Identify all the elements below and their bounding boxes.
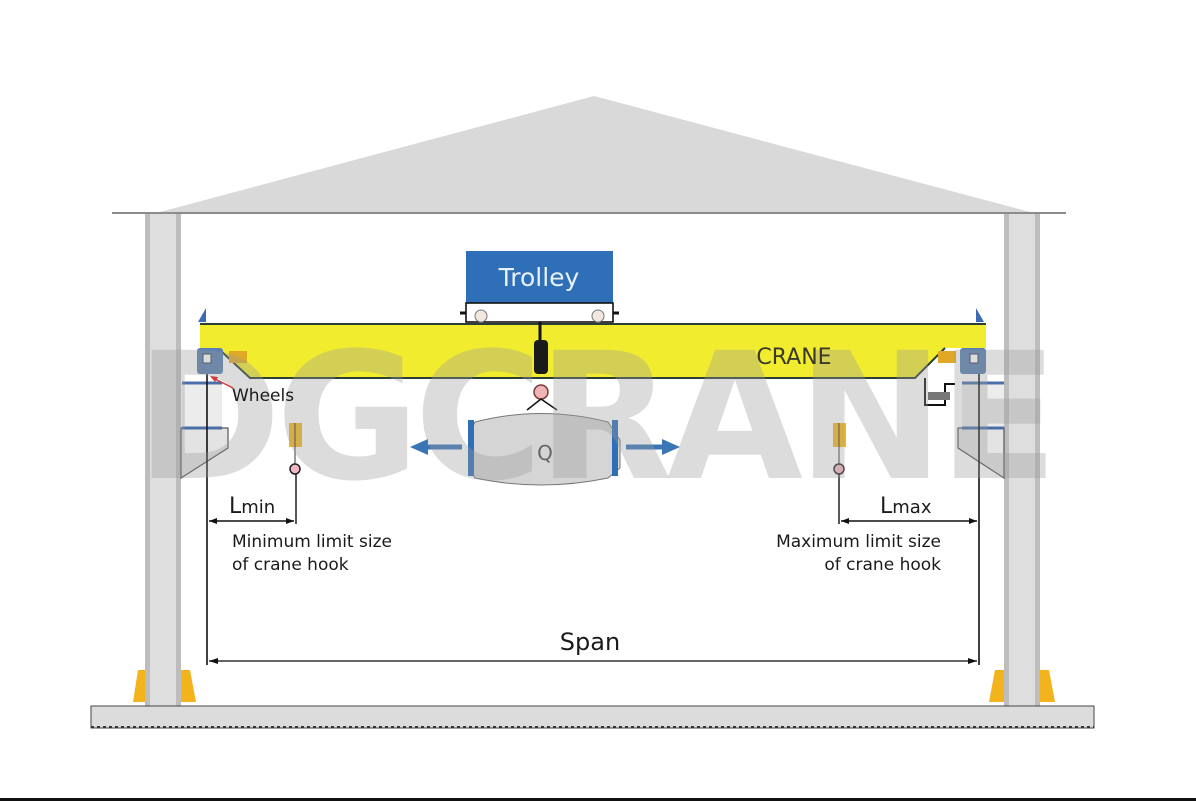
wheels-callout [210, 376, 234, 389]
left-wheel-assembly [197, 348, 247, 374]
max-limit-description-2: of crane hook [824, 555, 941, 575]
lmin-dimension [209, 518, 294, 524]
arrow-right-icon [662, 439, 680, 455]
max-limit-hook [833, 423, 846, 524]
right-wheel-assembly [924, 348, 986, 406]
travel-arrows [410, 439, 680, 455]
roof [112, 96, 1066, 214]
trolley-wheel-left [474, 309, 488, 323]
min-limit-hook [289, 423, 302, 524]
load-q [468, 413, 621, 486]
arrow-left-icon [410, 439, 428, 455]
main-hoist-hook [526, 322, 558, 411]
left-column [133, 214, 229, 706]
load-label: Q [537, 441, 553, 465]
right-base-gusset [989, 670, 1004, 702]
lmax-label: Lmax [880, 494, 932, 519]
max-limit-description-1: Maximum limit size [776, 532, 941, 552]
wheels-label: Wheels [232, 386, 294, 406]
lmin-label: Lmin [229, 494, 275, 519]
lmax-dimension [841, 518, 977, 524]
bottom-border [0, 798, 1196, 801]
right-column [957, 214, 1055, 706]
trolley-label: Trolley [498, 263, 580, 292]
left-bumper-icon [198, 308, 206, 322]
floor-slab [90, 705, 1095, 729]
crane-girder [197, 308, 986, 406]
trolley [460, 251, 619, 323]
watermark: DGCRANE [136, 315, 1053, 520]
min-limit-description-2: of crane hook [232, 555, 349, 575]
trolley-wheel-right [591, 309, 605, 323]
span-label: Span [560, 628, 620, 656]
min-limit-description-1: Minimum limit size [232, 532, 392, 552]
right-bumper-icon [976, 308, 984, 322]
left-base-gusset [133, 670, 145, 702]
span-dimension [209, 658, 977, 664]
crane-label: CRANE [756, 345, 831, 370]
